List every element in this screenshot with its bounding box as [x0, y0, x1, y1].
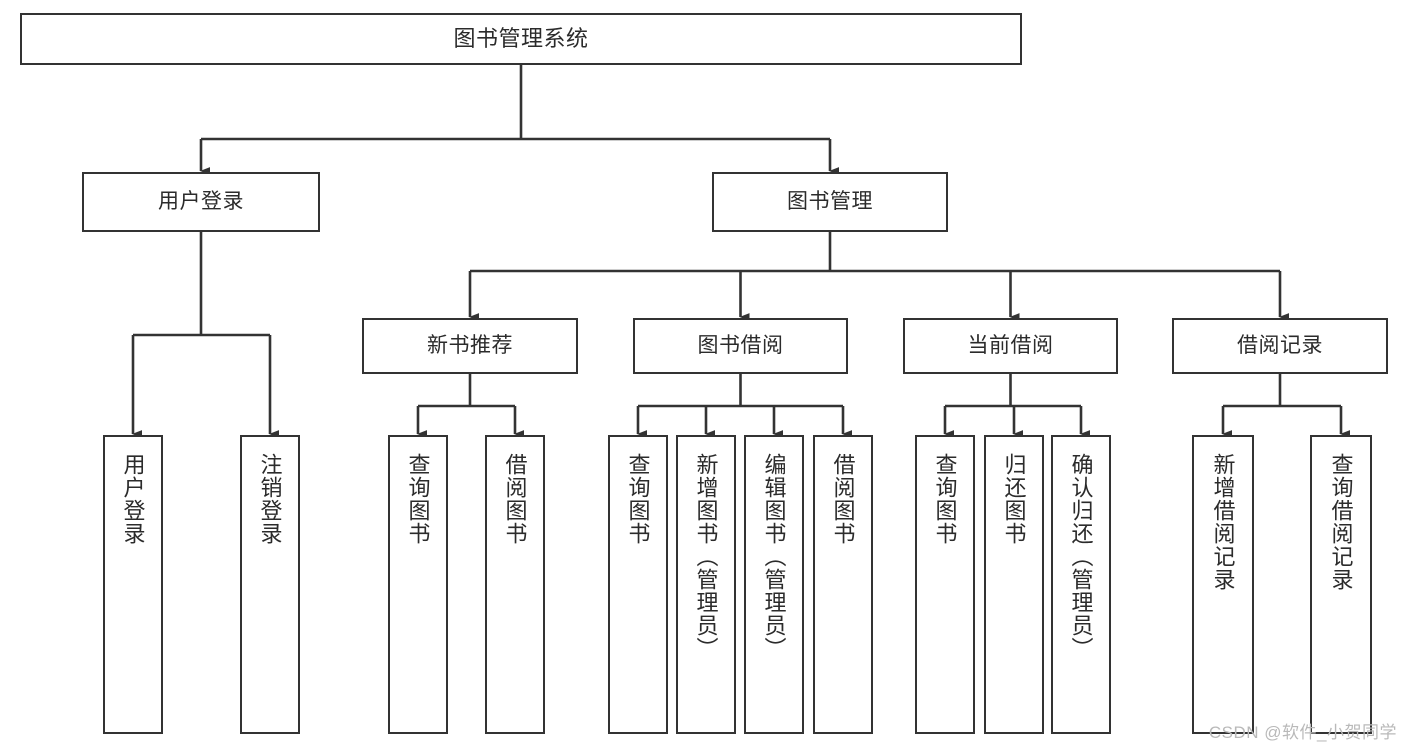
leaf-borrow-book-1-label: 借阅图书 — [502, 453, 528, 545]
leaf-add-book-label: 新增图书（管理员） — [693, 453, 719, 660]
leaf-add-book[interactable]: 新增图书（管理员） — [676, 435, 736, 734]
leaf-user-login[interactable]: 用户登录 — [103, 435, 163, 734]
node-book-management[interactable]: 图书管理 — [712, 172, 948, 232]
leaf-query-borrow-record-label: 查询借阅记录 — [1328, 453, 1354, 591]
node-root[interactable]: 图书管理系统 — [20, 13, 1022, 65]
leaf-query-book-3[interactable]: 查询图书 — [915, 435, 975, 734]
leaf-query-book-3-label: 查询图书 — [932, 453, 958, 545]
leaf-user-login-label: 用户登录 — [120, 453, 146, 545]
leaf-confirm-return[interactable]: 确认归还（管理员） — [1051, 435, 1111, 734]
leaf-query-borrow-record[interactable]: 查询借阅记录 — [1310, 435, 1372, 734]
node-root-label: 图书管理系统 — [453, 25, 589, 51]
leaf-add-borrow-record-label: 新增借阅记录 — [1210, 453, 1236, 591]
leaf-logout-label: 注销登录 — [257, 453, 283, 545]
node-book-borrow[interactable]: 图书借阅 — [633, 318, 848, 374]
leaf-add-borrow-record[interactable]: 新增借阅记录 — [1192, 435, 1254, 734]
leaf-query-book-1-label: 查询图书 — [405, 453, 431, 545]
leaf-confirm-return-label: 确认归还（管理员） — [1068, 453, 1094, 660]
leaf-return-book-label: 归还图书 — [1001, 453, 1027, 545]
leaf-logout[interactable]: 注销登录 — [240, 435, 300, 734]
leaf-borrow-book-2-label: 借阅图书 — [830, 453, 856, 545]
node-user-login[interactable]: 用户登录 — [82, 172, 320, 232]
node-user-login-label: 用户登录 — [158, 189, 244, 213]
node-borrow-record[interactable]: 借阅记录 — [1172, 318, 1388, 374]
node-new-book-recommend-label: 新书推荐 — [427, 333, 513, 357]
leaf-edit-book-label: 编辑图书（管理员） — [761, 453, 787, 660]
node-new-book-recommend[interactable]: 新书推荐 — [362, 318, 578, 374]
leaf-edit-book[interactable]: 编辑图书（管理员） — [744, 435, 804, 734]
watermark: CSDN @软件_小贺同学 — [1208, 723, 1397, 742]
leaf-return-book[interactable]: 归还图书 — [984, 435, 1044, 734]
leaf-borrow-book-2[interactable]: 借阅图书 — [813, 435, 873, 734]
leaf-query-book-2[interactable]: 查询图书 — [608, 435, 668, 734]
node-current-borrow-label: 当前借阅 — [967, 333, 1054, 357]
leaf-query-book-2-label: 查询图书 — [625, 453, 651, 545]
node-borrow-record-label: 借阅记录 — [1237, 333, 1323, 357]
leaf-borrow-book-1[interactable]: 借阅图书 — [485, 435, 545, 734]
leaf-query-book-1[interactable]: 查询图书 — [388, 435, 448, 734]
node-current-borrow[interactable]: 当前借阅 — [903, 318, 1118, 374]
node-book-borrow-label: 图书借阅 — [697, 333, 784, 357]
node-book-management-label: 图书管理 — [787, 189, 873, 213]
